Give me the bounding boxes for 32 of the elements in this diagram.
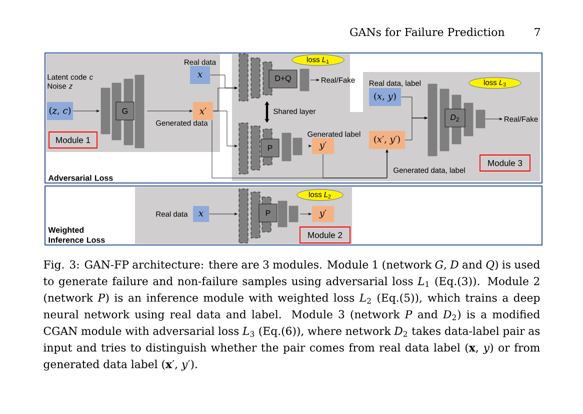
data-box: x′ [193,102,213,120]
arrow [300,212,312,216]
caption: Fig. 3: GAN-FP architecture: there are 3 modules. Module 1 (network G, D and Q) is used to generate failure and non-failure samples using adversarial loss L$_{1}$ (Eq.(3)). Module 2 (network P) is an inference module with weighted loss L$_{2}$ (Eq.(5)), which trains a deep neural network using real data and label. Module 3 (network P and D$_{2}$) is a modified CGAN module with adversarial loss L$_{3}$ (Eq.(6)), where network D$_{2}$ takes data-label pair as input and tries to distinguish whether the pair comes from real data label (x, y) or from generated data label (x′, y′). [44,260,540,370]
data-box: x [190,66,210,84]
page-header: GANs for Failure Prediction [350,28,504,36]
node-label: D$_{2}$ [450,114,460,122]
arrow [308,144,312,148]
module-box: Module 2 [300,226,350,244]
data-box: (x, y) [369,88,401,106]
network-drawing: D$_{2}$ [428,84,486,156]
network-drawing: P [238,188,298,244]
arrow [147,110,192,112]
arrow [73,110,100,112]
data-box: x [193,206,209,222]
data-box: (x′, y′) [369,131,405,149]
module-box: Module 1 [48,132,98,148]
arrow [213,110,238,148]
data-box: (z, c) [47,102,73,120]
arrow [322,150,388,178]
node-label: P [268,145,272,151]
data-box: y′ [312,206,334,222]
data-box: y′ [312,138,334,154]
module-box: Module 3 [480,154,530,172]
node-label: P [266,210,270,216]
arrow [485,118,502,120]
node-label: G [122,108,128,114]
network-drawing: G [100,74,144,148]
arrow [405,116,428,140]
network-drawing: P [238,122,302,174]
arrow [310,78,320,82]
arrow [209,212,238,216]
page-header: 7 [534,28,540,36]
